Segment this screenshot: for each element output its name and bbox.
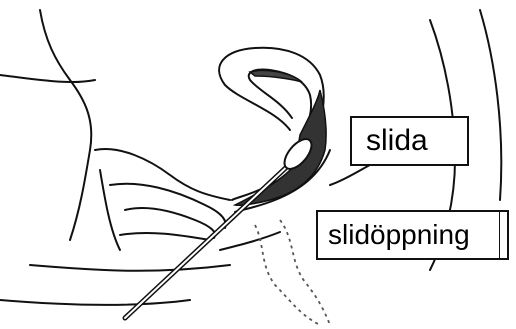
- finger-1: [110, 184, 226, 228]
- thigh-outline: [30, 265, 230, 271]
- finger-3: [120, 233, 210, 240]
- dotted-outline: [255, 225, 320, 325]
- uterus-cavity-fill: [250, 70, 302, 82]
- groin-outline: [330, 165, 370, 185]
- hand-outline: [95, 149, 230, 200]
- front-outline: [480, 10, 501, 200]
- label-vagina-text: slida: [366, 124, 428, 157]
- pelvic-curve: [220, 232, 280, 250]
- label-vagina: slida: [350, 116, 469, 166]
- label-vaginal-opening-text: slidöppning: [328, 219, 470, 250]
- wrist: [100, 170, 120, 250]
- label-border-bar: [499, 212, 509, 258]
- leg-outline: [0, 300, 190, 305]
- vaginal-wall-fill: [235, 90, 326, 205]
- back-outline: [40, 10, 91, 240]
- label-vaginal-opening: slidöppning: [316, 210, 509, 260]
- swab: [125, 134, 316, 318]
- uterus-inner: [249, 69, 311, 132]
- buttock-outline: [0, 75, 95, 82]
